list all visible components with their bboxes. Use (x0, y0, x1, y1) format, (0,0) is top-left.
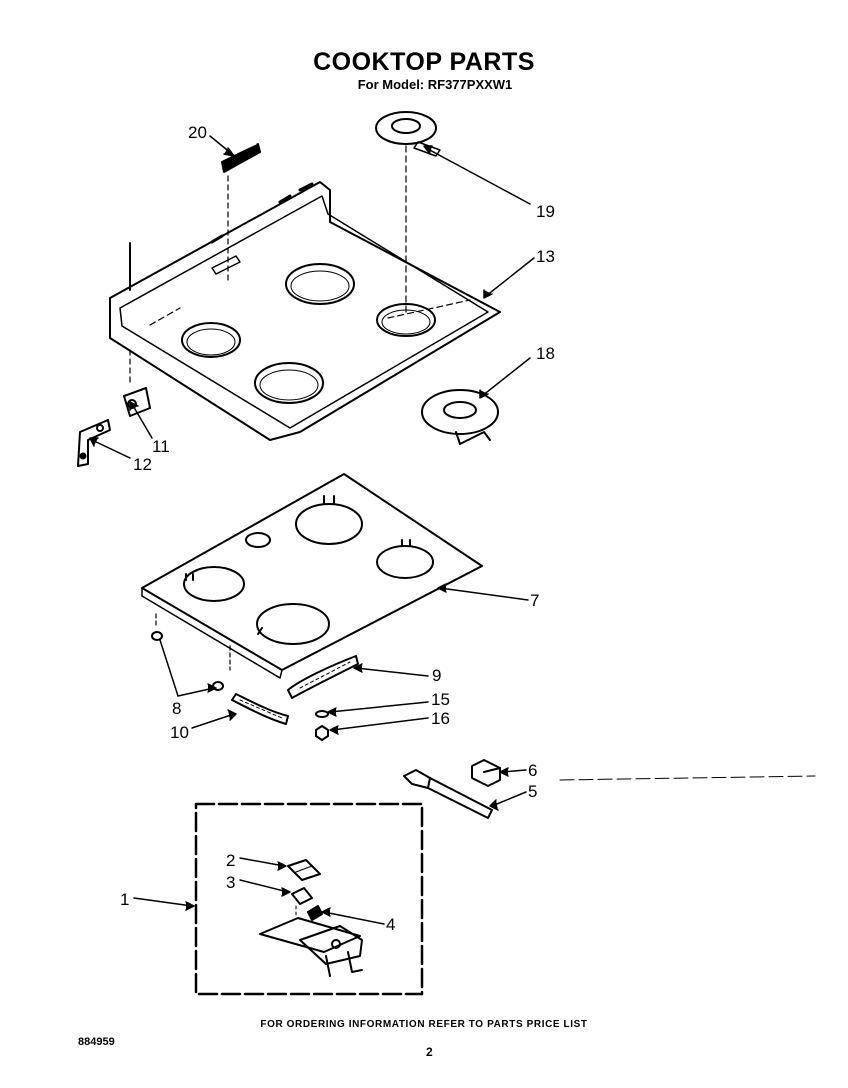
callout-3: 3 (226, 873, 235, 892)
callout-10: 10 (170, 723, 189, 742)
callout-20: 20 (188, 123, 207, 142)
callout-1: 1 (120, 890, 129, 909)
part-3-contact (291, 887, 313, 905)
leader-lines (89, 135, 535, 925)
callout-19: 19 (536, 202, 555, 221)
callout-12: 12 (133, 455, 152, 474)
part-18-large-surface-element (421, 389, 499, 445)
part-4-spring (307, 905, 323, 921)
part-1-switch-kit-box (194, 802, 424, 996)
part-19-small-surface-element (375, 111, 441, 313)
model-subtitle: For Model: RF377PXXW1 (357, 77, 513, 92)
callout-11: 11 (152, 437, 170, 456)
document-number: 884959 (78, 1036, 115, 1048)
switch-base (259, 905, 363, 977)
part-15-washer (315, 710, 329, 718)
part-7-cooktop-pan (141, 473, 483, 679)
part-2-switch-cover (287, 859, 321, 881)
callout-2: 2 (226, 851, 235, 870)
part-20-indicator-lens (221, 143, 261, 283)
callout-4: 4 (386, 915, 395, 934)
cooktop-main-top (109, 181, 501, 441)
callout-labels: 20 19 13 18 11 12 7 9 8 15 10 16 6 5 2 3… (120, 123, 555, 934)
callout-7: 7 (530, 591, 539, 610)
cut-line (559, 775, 816, 781)
page-number: 2 (426, 1045, 433, 1059)
callout-18: 18 (536, 344, 555, 363)
callout-8: 8 (172, 699, 181, 718)
callout-15: 15 (431, 690, 450, 709)
part-12-ground-bracket (77, 419, 111, 467)
callout-13: 13 (536, 247, 555, 266)
part-5-bracket (403, 769, 493, 819)
callout-6: 6 (528, 761, 537, 780)
part-10-element-bracket (231, 693, 289, 725)
callout-5: 5 (528, 782, 537, 801)
callout-9: 9 (432, 666, 441, 685)
part-9-element-bracket (287, 655, 359, 699)
part-16-nut (315, 725, 329, 741)
ordering-note: FOR ORDERING INFORMATION REFER TO PARTS … (260, 1019, 588, 1030)
page-title: COOKTOP PARTS (313, 48, 535, 76)
part-6-terminal-clip (471, 759, 501, 787)
callout-16: 16 (431, 709, 450, 728)
